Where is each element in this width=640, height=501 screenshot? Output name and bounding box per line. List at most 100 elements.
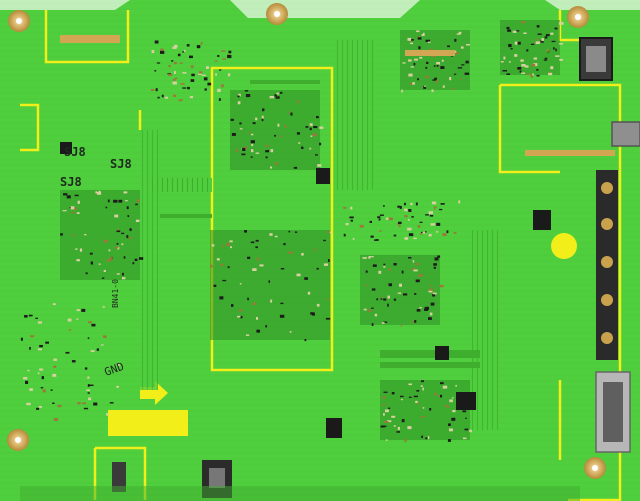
label-part-code: BN41-0 xyxy=(111,279,120,308)
smd-component xyxy=(440,203,445,205)
smd-component xyxy=(379,214,384,216)
smd-component xyxy=(255,246,258,249)
smd-component xyxy=(161,94,164,98)
smd-component xyxy=(396,431,400,433)
smd-component xyxy=(517,41,521,45)
smd-component xyxy=(305,126,309,128)
smd-component xyxy=(301,146,304,149)
smd-component xyxy=(327,298,330,301)
smd-component xyxy=(397,292,402,294)
smd-component xyxy=(227,266,230,269)
ic-chip xyxy=(456,392,476,410)
smd-component xyxy=(381,296,384,299)
smd-component xyxy=(288,230,291,233)
smd-component xyxy=(464,72,470,75)
smd-component xyxy=(39,345,43,348)
smd-component xyxy=(289,331,292,333)
smd-component xyxy=(398,225,401,228)
smd-component xyxy=(507,29,511,32)
smd-component xyxy=(419,307,422,309)
smd-component xyxy=(113,199,118,203)
smd-component xyxy=(70,206,75,210)
smd-component xyxy=(426,61,429,64)
smd-component xyxy=(385,217,389,220)
smd-component xyxy=(255,239,259,242)
smd-component xyxy=(530,74,533,78)
smd-component xyxy=(127,215,130,217)
smd-component xyxy=(296,273,301,277)
smd-component xyxy=(413,62,416,66)
smd-component xyxy=(427,41,431,43)
smd-component xyxy=(548,72,553,76)
smd-component xyxy=(290,112,293,116)
smd-component xyxy=(411,39,414,41)
smd-component xyxy=(502,70,507,72)
smd-component xyxy=(211,244,215,247)
smd-component xyxy=(98,190,101,194)
smd-component xyxy=(544,57,548,60)
smd-component xyxy=(186,44,190,47)
smd-component xyxy=(327,230,330,234)
smd-component xyxy=(435,79,438,83)
smd-component xyxy=(222,279,227,282)
smd-component xyxy=(372,264,377,267)
smd-component xyxy=(250,156,253,158)
smd-component xyxy=(536,74,540,77)
smd-component xyxy=(201,74,206,76)
smd-component xyxy=(413,269,418,272)
smd-component xyxy=(559,58,563,61)
silkscreen-labels: SJ8 SJ8 SJ8 GND BN41-0 xyxy=(60,145,132,379)
smd-component xyxy=(421,380,424,383)
smd-component xyxy=(533,57,537,60)
smd-component xyxy=(269,233,273,236)
smd-component xyxy=(107,199,110,203)
smd-component xyxy=(37,321,42,324)
smd-component xyxy=(515,30,520,32)
smd-component xyxy=(416,390,420,392)
smd-component xyxy=(319,142,322,146)
edge-connectors xyxy=(579,37,640,453)
smd-component xyxy=(239,122,242,125)
smd-component xyxy=(91,323,96,327)
smd-component xyxy=(304,339,307,342)
smd-component xyxy=(248,132,251,134)
smd-component xyxy=(315,154,318,156)
smd-component xyxy=(79,248,83,252)
smd-component xyxy=(408,257,412,259)
smd-component xyxy=(417,78,419,81)
smd-component xyxy=(449,428,453,432)
smd-component xyxy=(98,263,101,265)
smd-component xyxy=(523,32,527,34)
smd-component xyxy=(187,86,190,90)
smd-component xyxy=(96,348,99,351)
smd-component xyxy=(251,143,254,147)
smd-component xyxy=(156,62,161,64)
smd-component xyxy=(109,402,114,404)
smd-component xyxy=(180,83,185,85)
smd-component xyxy=(52,402,55,404)
smd-component xyxy=(23,377,28,380)
smd-component xyxy=(465,417,467,419)
smd-component xyxy=(428,290,433,293)
smd-component xyxy=(411,216,414,218)
smd-component xyxy=(407,227,412,231)
smd-component xyxy=(317,164,322,167)
smd-component xyxy=(85,272,88,275)
smd-component xyxy=(53,358,57,361)
smd-component xyxy=(155,88,158,92)
smd-component xyxy=(215,73,217,76)
smd-component xyxy=(550,66,554,70)
smd-component xyxy=(410,268,416,270)
smd-component xyxy=(508,44,512,48)
smd-component xyxy=(323,263,328,266)
usb-port xyxy=(112,462,126,492)
smd-component xyxy=(537,33,542,35)
smd-component xyxy=(397,205,400,208)
smd-component xyxy=(296,132,300,135)
smd-component xyxy=(57,404,62,408)
smd-component xyxy=(371,307,374,309)
smd-component xyxy=(408,209,411,212)
smd-component xyxy=(514,41,518,45)
smd-component xyxy=(117,229,120,231)
smd-component xyxy=(174,70,176,74)
